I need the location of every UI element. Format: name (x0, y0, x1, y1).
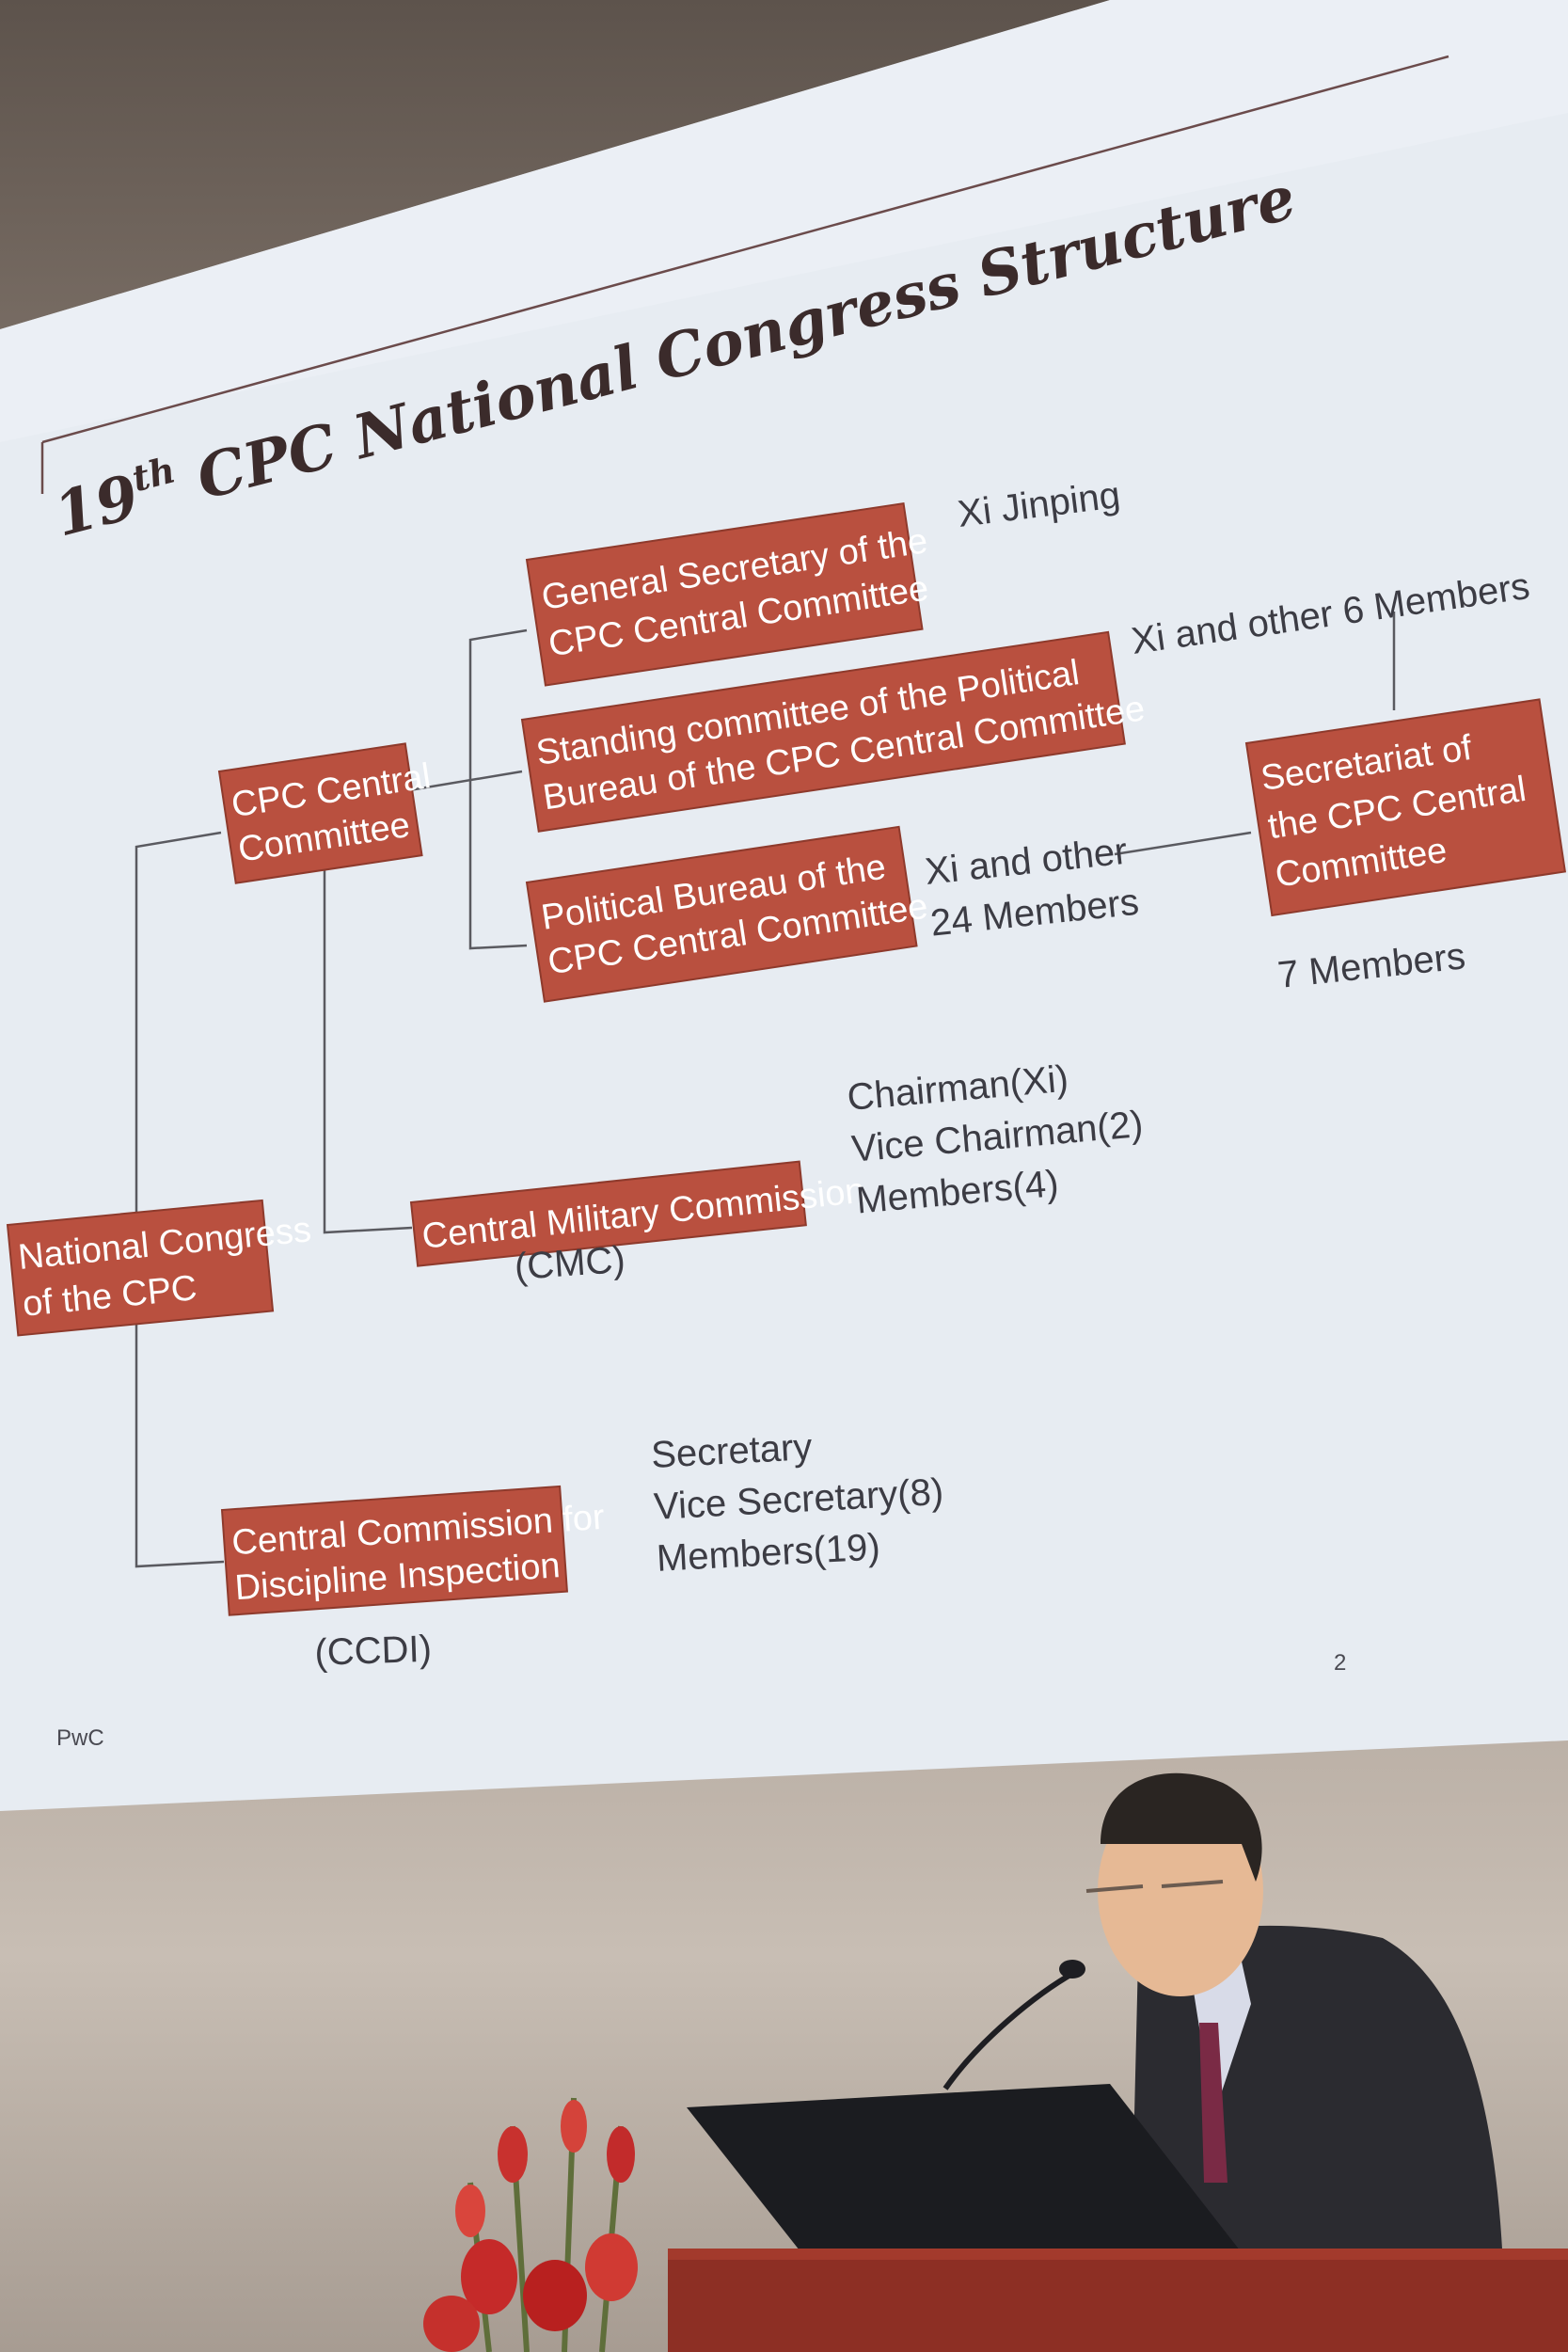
slide-footer-logo: PwC (56, 1725, 104, 1751)
ccdi-box: Central Commission for Discipline Inspec… (220, 1485, 606, 1616)
secretariat-box: Secretariat of the CPC Central Committee (1244, 698, 1567, 917)
connector-line (1114, 831, 1252, 856)
connector-line (408, 770, 523, 792)
title-rule (41, 55, 1449, 444)
cmc-abbr: (CMC) (514, 1239, 627, 1288)
connector-line (468, 628, 528, 950)
connector-line (323, 866, 413, 1234)
ccdi-members-note: Secretary Vice Secretary(8) Members(19) (650, 1426, 944, 1580)
connector-line (135, 831, 222, 1214)
general-secretary-box: General Secretary of the CPC Central Com… (525, 502, 931, 687)
projection-screen: 19th CPC National Congress Structure Gen… (0, 0, 1568, 1811)
connector-line (135, 1317, 225, 1568)
slide-page-number: 2 (1334, 1650, 1346, 1676)
cpc-central-committee-box: CPC Central Committee (217, 742, 434, 884)
national-congress-box: National Congress of the CPC (6, 1199, 313, 1337)
political-bureau-box: Political Bureau of the CPC Central Comm… (525, 825, 930, 1003)
slide-svg: 19th CPC National Congress Structure Gen… (0, 0, 1568, 1811)
ccdi-abbr: (CCDI) (314, 1629, 433, 1674)
svg-text:Secretary: Secretary (650, 1426, 813, 1476)
